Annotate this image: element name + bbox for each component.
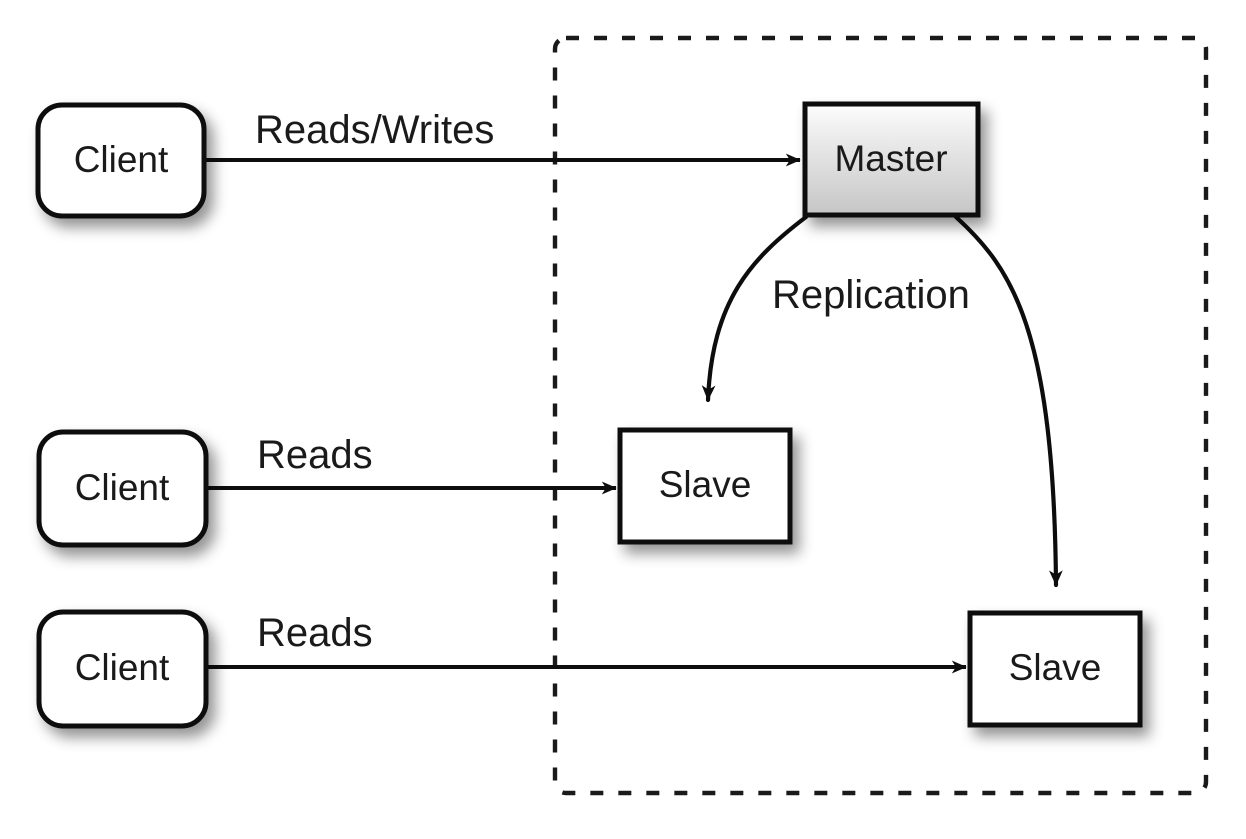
master-label: Master <box>834 138 947 179</box>
node-master[interactable]: Master <box>802 101 981 218</box>
slave-1-label: Slave <box>659 464 752 505</box>
client-2-shape <box>36 429 209 548</box>
edge-label-reads-slave2: Reads <box>257 611 373 655</box>
edge-label-replication: Replication <box>772 273 970 317</box>
node-client-1[interactable]: Client <box>35 102 207 219</box>
node-client-3[interactable]: Client <box>36 609 209 729</box>
slave-2-label: Slave <box>1009 647 1102 688</box>
node-client-2[interactable]: Client <box>36 429 209 548</box>
node-slave-2[interactable]: Slave <box>967 610 1143 728</box>
slave-2-shape <box>967 610 1143 728</box>
client-1-shape <box>35 102 207 219</box>
edge-label-reads-slave1: Reads <box>257 433 373 477</box>
replication-cluster-boundary <box>552 35 1209 796</box>
edge-label-reads-writes: Reads/Writes <box>255 108 494 152</box>
edge-master-to-slave1-replication <box>701 214 809 403</box>
client-3-label: Client <box>75 647 170 688</box>
slave-1-shape <box>617 427 793 545</box>
client-2-label: Client <box>75 467 170 508</box>
client-3-shape <box>36 609 209 729</box>
master-shape <box>802 101 981 218</box>
client-1-label: Client <box>74 139 169 180</box>
node-slave-1[interactable]: Slave <box>617 427 793 545</box>
edge-master-to-slave2-replication <box>953 214 1063 588</box>
